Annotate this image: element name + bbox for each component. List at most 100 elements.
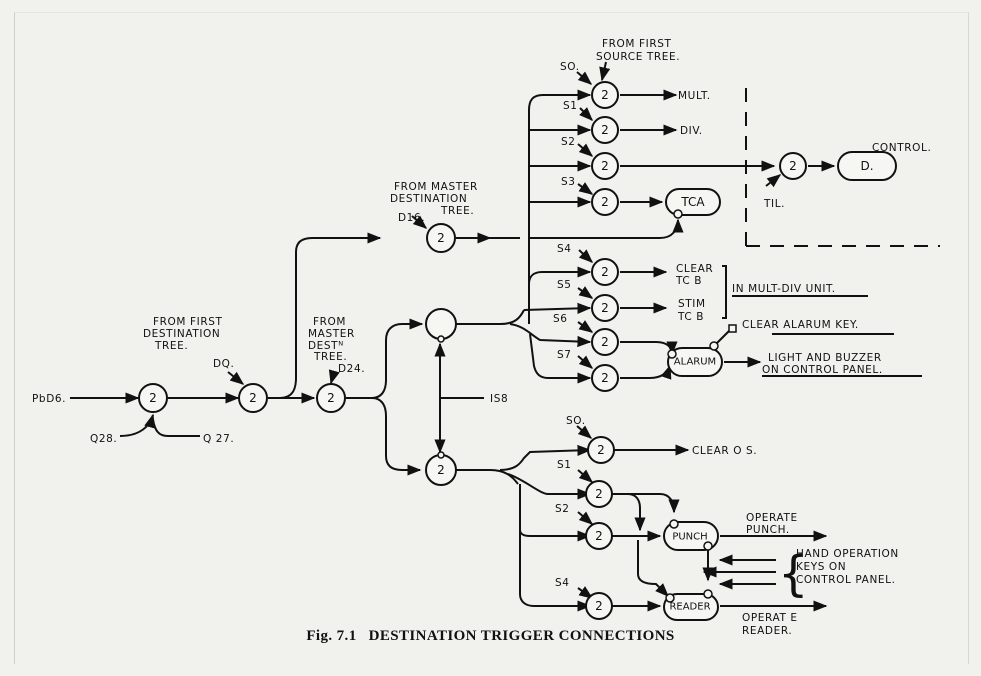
- from-first-source-label: FROM FIRST: [602, 38, 672, 50]
- source-tree-arrow: [599, 61, 611, 82]
- s5-label: S5: [557, 279, 572, 291]
- q28-line: [119, 413, 156, 437]
- alarum-port-right: [709, 341, 719, 351]
- trigger-node-1: [138, 383, 168, 413]
- b-s0-arrow: [576, 425, 593, 439]
- tca-port: [673, 209, 683, 219]
- alarum-port-left: [667, 349, 677, 359]
- q27-label: Q 27.: [203, 433, 234, 445]
- b-s1-label: S1: [557, 459, 572, 471]
- from-master-tree-label: DESTINATION: [390, 193, 467, 205]
- upper-node-port: [437, 335, 445, 343]
- node-label: 2: [327, 391, 335, 405]
- alarum-box: [667, 347, 723, 377]
- s2-label: S2: [561, 136, 576, 148]
- node-label: 2: [601, 195, 609, 209]
- clear-tcb-label: TC B: [675, 275, 702, 287]
- reader-box: [663, 593, 719, 621]
- trigger-node-b-s4: [585, 592, 613, 620]
- hand-operation-label: KEYS ON: [796, 561, 846, 573]
- operate-reader-label: READER.: [742, 625, 792, 637]
- text-labels: PbD6. Q28. Q 27. FROM FIRST DESTINATION …: [32, 38, 931, 637]
- trigger-node-s4: [591, 258, 619, 286]
- trigger-node-s1: [591, 116, 619, 144]
- tca-box: [665, 188, 721, 216]
- q27-line: [152, 419, 200, 437]
- from-master-tree-label: FROM MASTER: [394, 181, 478, 193]
- punch-label: PUNCH: [672, 532, 707, 543]
- punch-to-reader-line: [637, 540, 669, 597]
- s1-arrow: [579, 107, 593, 121]
- reader-port-right: [703, 589, 713, 599]
- bus-to-s6: [509, 323, 592, 348]
- node-labels: 2 2 2 2 2 2 2 2 2 2 2 2 2 2 2 2 2 2: [149, 88, 797, 613]
- trigger-node-s5: [591, 294, 619, 322]
- from-master-dest-label: TREE.: [313, 351, 347, 363]
- control-label: CONTROL.: [872, 142, 931, 154]
- node-label: 2: [601, 371, 609, 385]
- page-border: [14, 12, 969, 664]
- figure-number: Fig. 7.1: [306, 628, 357, 644]
- figure-caption: Fig. 7.1 DESTINATION TRIGGER CONNECTIONS: [0, 628, 981, 645]
- node-label: 2: [597, 443, 605, 457]
- is8-label: IS8: [490, 393, 508, 405]
- light-buzzer-label: LIGHT AND BUZZER: [768, 352, 882, 364]
- operate-punch-label: OPERATE: [746, 512, 798, 524]
- hand-operation-label: HAND OPERATION: [796, 548, 899, 560]
- b-s1-arrow: [577, 469, 594, 483]
- s1-label: S1: [563, 100, 578, 112]
- lower-bus: {: [456, 425, 828, 612]
- control-d-label: D.: [860, 159, 873, 173]
- s7-to-alarum: [620, 364, 672, 380]
- stim-tcb-label: STIM: [678, 298, 706, 310]
- til-label: TIL.: [763, 198, 785, 210]
- light-buzzer-label: ON CONTROL PANEL.: [762, 364, 883, 376]
- q28-label: Q28.: [90, 433, 117, 445]
- upper-node-out: [456, 309, 525, 325]
- fork-up-line: [346, 318, 424, 399]
- from-first-dest-label: FROM FIRST: [153, 316, 223, 328]
- bus-to-b-s1: [507, 473, 592, 500]
- pbd6-label: PbD6.: [32, 393, 66, 405]
- trigger-node-3: [316, 383, 346, 413]
- bus-to-b-s0: [499, 444, 592, 471]
- from-first-dest-label: DESTINATION: [143, 328, 220, 340]
- d16-arrow: [411, 215, 428, 229]
- alarum-label: ALARUM: [674, 357, 716, 368]
- trigger-node-b-s1: [585, 480, 613, 508]
- bus-to-s5: [523, 302, 592, 314]
- trigger-node-s6: [591, 328, 619, 356]
- node-label: 2: [601, 88, 609, 102]
- trigger-node-upper: [425, 308, 457, 340]
- mult-label: MULT.: [678, 90, 711, 102]
- reader-port-left: [665, 593, 675, 603]
- node-label: 2: [789, 159, 797, 173]
- clear-alarum-key-icon: [728, 324, 737, 333]
- clear-alarum-key-label: CLEAR ALARUM KEY.: [742, 319, 859, 331]
- node-label: 2: [601, 265, 609, 279]
- from-master-dest-label: MASTER: [308, 328, 355, 340]
- node-label: 2: [149, 391, 157, 405]
- s3-label: S3: [561, 176, 576, 188]
- node-label: 2: [595, 487, 603, 501]
- trigger-node-2: [238, 383, 268, 413]
- figure-title: DESTINATION TRIGGER CONNECTIONS: [368, 628, 675, 644]
- bus-to-s4: [528, 266, 592, 290]
- punch-port-right: [703, 541, 713, 551]
- b-s4-label: S4: [555, 577, 570, 589]
- dq-label: DQ.: [213, 358, 235, 370]
- bus-to-b-s4: [519, 530, 592, 612]
- til-arrow: [765, 174, 782, 188]
- s3-arrow: [577, 182, 594, 195]
- node-label: 2: [437, 463, 445, 477]
- d24-arrow: [328, 369, 340, 385]
- node-label: 2: [595, 529, 603, 543]
- trigger-node-s3: [591, 188, 619, 216]
- hand-keys-brace: {: [778, 546, 809, 602]
- trigger-node-d16: [426, 223, 456, 253]
- bus-to-s0: [528, 89, 592, 324]
- s0-label: SO.: [560, 61, 580, 73]
- punch-port-left: [669, 519, 679, 529]
